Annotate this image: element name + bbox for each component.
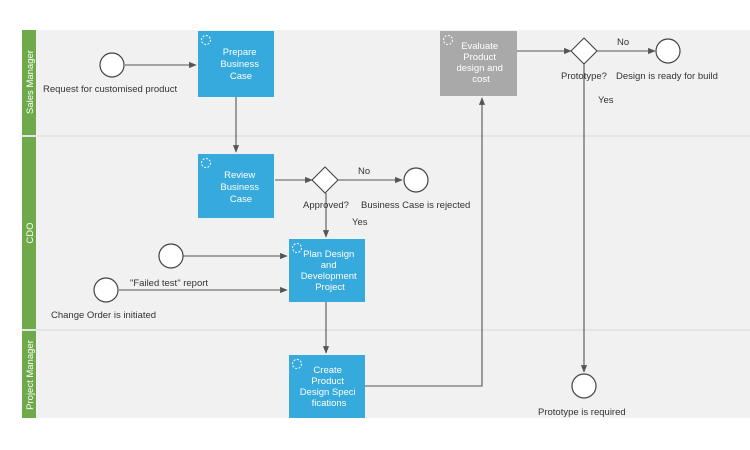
flow-create-to-evaluate[interactable] [365,97,486,387]
flow-label-no: No [358,166,370,177]
flow-label-no: No [617,37,629,48]
loop-icon [201,158,211,168]
event-label-change-order: Change Order is initiated [51,310,156,321]
task-create-specifications[interactable]: Create Product Design Speci fications [289,355,365,418]
event-label-request: Request for customised product [43,84,177,95]
flow-label-failed-test: "Failed test" report [130,278,208,289]
pool-background [22,30,750,418]
gateway-label-approved: Approved? [303,200,349,211]
start-event-request[interactable] [99,52,125,78]
task-evaluate-product[interactable]: Evaluate Product design and cost [440,31,517,96]
flow-label-yes: Yes [598,95,614,106]
loop-icon [292,243,302,253]
lane-header-sales[interactable] [22,30,36,135]
event-label-prototype-required: Prototype is required [538,407,626,418]
lane-header-cdo[interactable] [22,137,36,329]
gateway-label-prototype: Prototype? [561,71,607,82]
loop-icon [292,359,302,369]
end-event-ready[interactable] [655,38,681,64]
task-label: Evaluate Product design and cost [456,41,505,85]
end-event-rejected[interactable] [403,167,429,193]
lane-label-cdo: CDO [25,222,36,243]
task-label: Review Business Case [220,170,261,205]
start-event[interactable] [158,243,184,269]
loop-icon [201,35,211,45]
lane-label-sales: Sales Manager [25,50,36,114]
task-label: Create Product Design Speci fications [300,365,359,409]
end-event-prototype[interactable] [571,373,597,399]
task-plan-design[interactable]: Plan Design and Development Project [289,239,365,302]
gateway-approved[interactable] [311,166,339,194]
flow-label-yes: Yes [352,217,368,228]
loop-icon [443,35,453,45]
task-label: Plan Design and Development Project [301,249,360,293]
lane-header-pm[interactable] [22,331,36,418]
task-label: Prepare Business Case [220,47,261,82]
event-label-ready: Design is ready for build [616,71,718,82]
start-event-change-order[interactable] [93,277,119,303]
task-prepare-business-case[interactable]: Prepare Business Case [198,31,274,97]
gateway-prototype[interactable] [570,37,598,65]
task-review-business-case[interactable]: Review Business Case [198,154,274,218]
lane-label-pm: Project Manager [25,340,36,410]
event-label-rejected: Business Case is rejected [361,200,470,211]
